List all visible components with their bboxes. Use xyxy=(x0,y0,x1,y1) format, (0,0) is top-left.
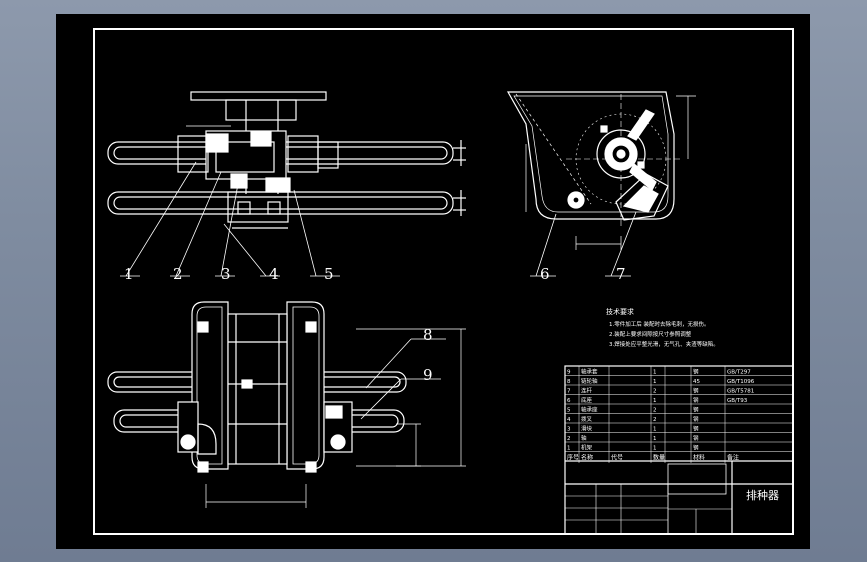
table-header-cell: 名称 xyxy=(581,454,593,462)
notes-title: 技术要求 xyxy=(606,307,634,316)
table-cell: 连杆 xyxy=(581,387,593,395)
part-label-9: 9 xyxy=(423,366,433,384)
table-header-cell: 材料 xyxy=(693,454,705,462)
table-cell: 1 xyxy=(653,427,657,433)
cad-drawing: 1 2 3 4 5 6 7 8 9 技术要求 1.零件加工后 装配时去除毛刺，无… xyxy=(93,28,794,535)
table-cell: 2 xyxy=(653,408,657,414)
table-cell: 钢 xyxy=(693,368,699,376)
table-cell: 钢 xyxy=(693,415,699,423)
table-cell: 机架 xyxy=(581,444,593,452)
table-cell: 4 xyxy=(567,417,571,423)
top-view xyxy=(107,91,466,277)
table-cell: GB/T5781 xyxy=(727,389,754,395)
table-cell: GB/T1096 xyxy=(727,379,755,385)
table-cell: 钢 xyxy=(693,444,699,452)
notes-line-1: 1.零件加工后 装配时去除毛刺，无损伤。 xyxy=(609,320,710,328)
table-cell: 轴 xyxy=(581,434,587,442)
table-cell: 轴承座 xyxy=(581,406,598,414)
notes-line-3: 3.焊接处应平整光滑，无气孔、夹渣等缺陷。 xyxy=(609,340,719,348)
part-labels: 1 2 3 4 5 6 7 8 9 xyxy=(124,265,626,384)
table-cell: 1 xyxy=(653,379,657,385)
table-cell: 钢 xyxy=(693,406,699,414)
part-label-5: 5 xyxy=(324,265,334,283)
table-cell: 5 xyxy=(567,408,571,414)
table-cell: 2 xyxy=(653,389,657,395)
side-view xyxy=(506,91,696,277)
table-cell: 6 xyxy=(567,398,571,404)
notes-line-2: 2.装配上要求间隙按尺寸参照调整 xyxy=(609,330,692,338)
table-cell: 1 xyxy=(653,398,657,404)
table-cell: 滑块 xyxy=(581,425,593,433)
part-label-6: 6 xyxy=(540,265,550,283)
drawing-viewport[interactable]: 1 2 3 4 5 6 7 8 9 技术要求 1.零件加工后 装配时去除毛刺，无… xyxy=(56,14,810,549)
part-label-1: 1 xyxy=(124,265,134,283)
table-cell: 2 xyxy=(567,436,571,442)
table-cell: GB/T93 xyxy=(727,398,748,404)
title-block-title: 排种器 xyxy=(746,488,779,502)
part-label-8: 8 xyxy=(423,326,433,344)
table-cell: 1 xyxy=(653,446,657,452)
drawing-border xyxy=(93,28,794,535)
table-cell: 底座 xyxy=(581,396,593,404)
table-cell: 9 xyxy=(567,370,571,376)
table-cell: 2 xyxy=(653,417,657,423)
table-cell: 钢 xyxy=(693,425,699,433)
table-cell: 钢 xyxy=(693,434,699,442)
part-label-2: 2 xyxy=(173,265,183,283)
table-cell: GB/T297 xyxy=(727,370,751,376)
technical-notes: 技术要求 1.零件加工后 装配时去除毛刺，无损伤。 2.装配上要求间隙按尺寸参照… xyxy=(606,307,719,348)
table-cell: 链轮轴 xyxy=(581,377,598,385)
table-cell: 8 xyxy=(567,379,571,385)
table-header-cell: 备注 xyxy=(727,454,739,462)
table-cell: 钢 xyxy=(693,387,699,395)
table-cell: 1 xyxy=(567,446,571,452)
part-label-3: 3 xyxy=(221,265,231,283)
table-cell: 3 xyxy=(567,427,571,433)
table-cell: 45 xyxy=(693,379,700,385)
part-label-7: 7 xyxy=(616,265,626,283)
table-cell: 7 xyxy=(567,389,571,395)
table-cell: 1 xyxy=(653,370,657,376)
part-label-4: 4 xyxy=(269,265,279,283)
table-cell: 钢 xyxy=(693,396,699,404)
table-cell: 拨叉 xyxy=(581,415,593,423)
table-cell: 1 xyxy=(653,436,657,442)
table-header-cell: 序号 xyxy=(567,454,579,462)
front-view xyxy=(107,301,466,508)
table-header-cell: 代号 xyxy=(611,454,623,462)
table-header-cell: 数量 xyxy=(653,454,665,462)
table-cell: 轴承套 xyxy=(581,368,598,376)
